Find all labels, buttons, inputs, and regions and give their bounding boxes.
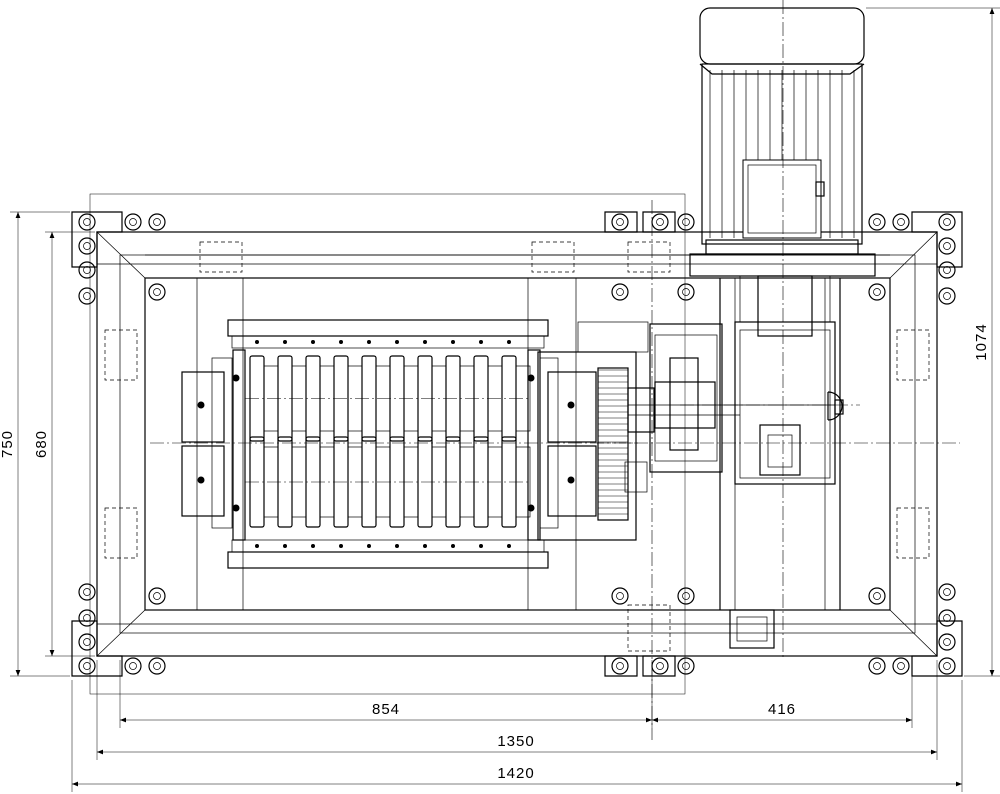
base-frame	[89, 193, 938, 695]
dim-680-label: 680	[33, 430, 50, 458]
gear-reducer	[734, 321, 844, 485]
shredder-housing	[181, 319, 637, 569]
dim-416-label: 416	[768, 701, 796, 718]
dim-1074-label: 1074	[973, 323, 990, 360]
dim-1420-label: 1420	[497, 765, 534, 782]
gear-and-coupling	[577, 321, 740, 521]
dim-854-label: 854	[372, 701, 400, 718]
dim-1350-label: 1350	[497, 733, 534, 750]
center-lines	[150, 0, 960, 740]
shredder-blades	[197, 340, 575, 548]
mounting-feet	[71, 211, 963, 677]
frame-bolts	[78, 213, 956, 675]
dim-750-label: 750	[0, 430, 16, 458]
dimensions: 854 416 1350 1420 750 680 1074	[0, 7, 1000, 792]
electric-motor	[689, 7, 876, 337]
